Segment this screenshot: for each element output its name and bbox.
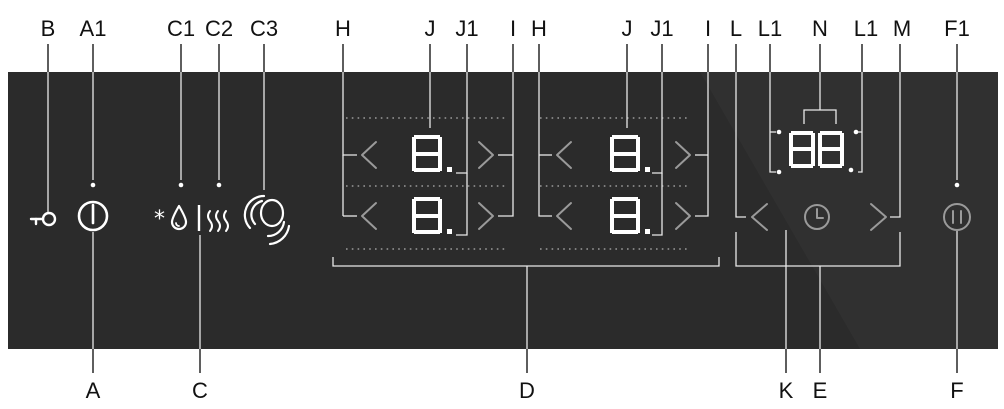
- cooking-zone-controls: [346, 117, 691, 250]
- zone-front-right-display: [610, 197, 650, 234]
- label-b: B: [41, 16, 56, 41]
- label-d: D: [519, 378, 535, 403]
- label-c3: C3: [250, 16, 278, 41]
- timer-led: [776, 129, 782, 135]
- label-e: E: [813, 378, 828, 403]
- bottom-labels: A C D K E F: [86, 378, 964, 403]
- zone-rear-right-display: [610, 135, 650, 172]
- power-indicator-led: [90, 182, 96, 188]
- power-icon[interactable]: [77, 200, 109, 232]
- leader-lines-outside: [47, 44, 958, 373]
- label-a1: A1: [80, 16, 107, 41]
- timer-led: [853, 129, 859, 135]
- label-j: J: [425, 16, 436, 41]
- timer-led: [848, 167, 854, 173]
- keep-warm-indicator-led: [216, 182, 222, 188]
- zone-front-right-decrease-chevron-icon[interactable]: [556, 202, 572, 230]
- zone-rear-left-display: [412, 135, 452, 172]
- label-l1: L1: [758, 16, 782, 41]
- zone-front-left-decrease-chevron-icon[interactable]: [361, 202, 377, 230]
- label-c1: C1: [167, 16, 195, 41]
- label-a: A: [86, 378, 101, 403]
- defrost-icon[interactable]: *: [154, 204, 188, 232]
- timer-decrease-chevron-icon[interactable]: [751, 203, 768, 231]
- pause-indicator-led: [954, 182, 960, 188]
- zone-rear-right-decrease-chevron-icon[interactable]: [556, 141, 572, 169]
- timer-display: [776, 129, 859, 175]
- label-l1: L1: [854, 16, 878, 41]
- label-h: H: [335, 16, 351, 41]
- label-f1: F1: [944, 16, 970, 41]
- label-c: C: [192, 378, 208, 403]
- label-h: H: [531, 16, 547, 41]
- hood-extractor-icon[interactable]: [243, 194, 291, 246]
- zone-rear-left-decrease-chevron-icon[interactable]: [361, 141, 377, 169]
- keep-warm-icon[interactable]: [207, 210, 229, 232]
- zone-front-right-increase-chevron-icon[interactable]: [675, 202, 691, 230]
- pause-icon[interactable]: [943, 203, 971, 231]
- clock-icon[interactable]: [804, 204, 830, 230]
- zone-front-left-increase-chevron-icon[interactable]: [478, 202, 494, 230]
- label-f: F: [950, 378, 963, 403]
- zone-rear-left-increase-chevron-icon[interactable]: [478, 141, 494, 169]
- defrost-indicator-led: [178, 182, 184, 188]
- label-l: L: [730, 16, 742, 41]
- key-lock-icon[interactable]: [29, 211, 57, 227]
- label-n: N: [812, 16, 828, 41]
- label-i: I: [705, 16, 711, 41]
- leader-lines-inside: [47, 72, 958, 349]
- svg-text:*: *: [154, 207, 165, 232]
- label-m: M: [893, 16, 911, 41]
- label-j1: J1: [650, 16, 673, 41]
- label-c2: C2: [205, 16, 233, 41]
- zone-front-left-display: [412, 197, 452, 234]
- timer-led: [776, 169, 782, 175]
- timer-increase-chevron-icon[interactable]: [870, 203, 887, 231]
- label-i: I: [510, 16, 516, 41]
- label-k: K: [779, 378, 794, 403]
- zone-rear-right-increase-chevron-icon[interactable]: [675, 141, 691, 169]
- top-labels: B A1 C1 C2 C3 H J J1 I H J J1 I L L1 N L…: [41, 16, 970, 41]
- label-j: J: [622, 16, 633, 41]
- label-j1: J1: [455, 16, 478, 41]
